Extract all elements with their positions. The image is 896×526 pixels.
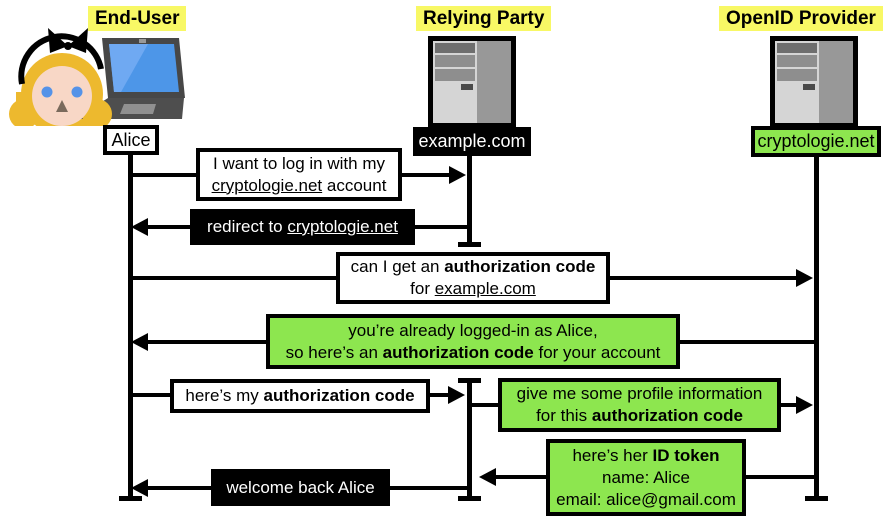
message-7-line-2: name: Alice bbox=[602, 467, 690, 487]
actor-label-relying-party: Relying Party bbox=[416, 6, 552, 31]
message-1-line-2-rest: account bbox=[322, 175, 387, 195]
message-3-link-text: example.com bbox=[434, 279, 536, 298]
message-3-box: can I get an authorization code for exam… bbox=[336, 252, 610, 304]
arrowhead-right-icon bbox=[796, 269, 813, 287]
message-3-line-2: for bbox=[410, 279, 435, 298]
message-8-text: welcome back Alice bbox=[226, 477, 375, 497]
activation-start-bar-relying-party bbox=[458, 378, 481, 383]
message-5-text: here’s my bbox=[185, 386, 264, 405]
message-1-link-text: cryptologie.net bbox=[211, 175, 323, 195]
message-1-box: I want to log in with my cryptologie.net… bbox=[196, 148, 402, 201]
message-2-link-text: cryptologie.net bbox=[287, 217, 398, 236]
message-2-text: redirect to bbox=[207, 217, 288, 236]
activation-end-bar-relying-party bbox=[458, 242, 481, 247]
node-label-alice: Alice bbox=[103, 125, 159, 155]
relying-party-server-icon bbox=[428, 36, 516, 128]
message-3-line-1: can I get an bbox=[350, 257, 445, 276]
message-4-line-2-pre: so here’s an bbox=[285, 342, 383, 362]
message-7-bold-text: ID token bbox=[652, 445, 720, 465]
arrowhead-left-icon bbox=[131, 218, 148, 236]
message-5-box: here’s my authorization code bbox=[170, 379, 430, 413]
node-label-cryptologie-net: cryptologie.net bbox=[751, 126, 881, 157]
lifeline-openid-provider bbox=[814, 156, 819, 501]
arrowhead-right-icon bbox=[449, 166, 466, 184]
arrowhead-right-icon bbox=[796, 396, 813, 414]
message-6-line-2-pre: for this bbox=[536, 406, 592, 425]
message-4-bold-text: authorization code bbox=[382, 342, 534, 362]
arrowhead-left-icon bbox=[131, 333, 148, 351]
lifeline-relying-party-activation-1 bbox=[467, 155, 472, 244]
lifeline-end-user bbox=[128, 154, 133, 501]
actor-label-end-user: End-User bbox=[88, 6, 187, 31]
message-7-line-1-pre: here’s her bbox=[572, 445, 653, 465]
lifeline-foot-openid-provider bbox=[805, 496, 828, 501]
node-label-example-com: example.com bbox=[413, 127, 531, 156]
message-1-line-1: I want to log in with my bbox=[213, 153, 385, 173]
lifeline-relying-party-activation-2 bbox=[467, 378, 472, 501]
actor-label-openid-provider: OpenID Provider bbox=[719, 6, 883, 31]
message-4-line-1: you’re already logged-in as Alice, bbox=[348, 320, 598, 340]
message-4-line-2-post: for your account bbox=[533, 342, 661, 362]
end-user-avatar-laptop-icon bbox=[9, 28, 185, 126]
bow-icon bbox=[48, 28, 88, 53]
message-3-bold-text: authorization code bbox=[444, 257, 596, 276]
arrowhead-left-icon bbox=[131, 479, 148, 497]
girl-avatar-icon bbox=[9, 28, 112, 126]
message-6-line-1: give me some profile information bbox=[516, 384, 763, 403]
message-8-box: welcome back Alice bbox=[211, 469, 390, 506]
lifeline-foot-end-user bbox=[119, 496, 142, 501]
arrowhead-left-icon bbox=[479, 468, 496, 486]
lifeline-foot-relying-party bbox=[458, 496, 481, 501]
message-6-bold-text: authorization code bbox=[591, 406, 743, 425]
message-4-box: you’re already logged-in as Alice, so he… bbox=[266, 314, 680, 369]
message-5-bold-text: authorization code bbox=[263, 386, 415, 405]
message-7-line-3: email: alice@gmail.com bbox=[556, 489, 736, 509]
message-6-box: give me some profile information for thi… bbox=[498, 378, 781, 432]
openid-provider-server-icon bbox=[770, 36, 858, 128]
arrowhead-right-icon bbox=[448, 386, 465, 404]
message-2-box: redirect to cryptologie.net bbox=[190, 209, 415, 245]
message-7-box: here’s her ID token name: Alice email: a… bbox=[546, 439, 746, 516]
